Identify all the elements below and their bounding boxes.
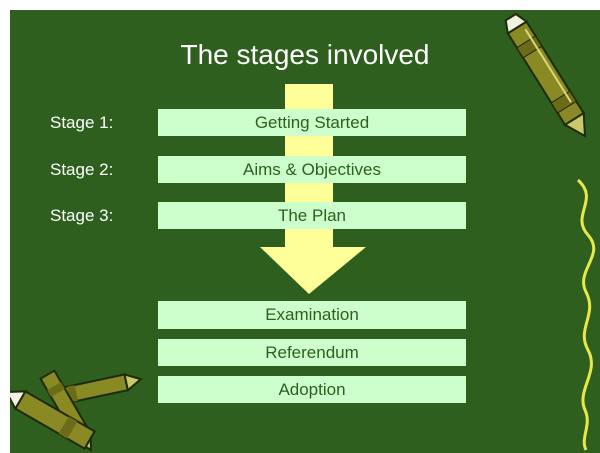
stage-1-label: Stage 1: <box>50 113 114 132</box>
squiggle-icon <box>576 178 596 451</box>
stage-2-box: Aims & Objectives <box>158 156 466 183</box>
outcome-adoption-box: Adoption <box>158 376 466 403</box>
decorations <box>10 12 596 452</box>
stage-1-box: Getting Started <box>158 109 466 136</box>
crayons-icon <box>10 369 143 452</box>
crayon-icon <box>504 12 587 138</box>
outcome-examination-box: Examination <box>158 301 466 329</box>
stage-3-box: The Plan <box>158 202 466 229</box>
slide-title: The stages involved <box>180 39 430 70</box>
stage-2-label: Stage 2: <box>50 160 114 179</box>
slide: The stages involved Stage 1: Getting Sta… <box>10 10 600 453</box>
down-arrow <box>260 84 366 294</box>
stage-3-label: Stage 3: <box>50 206 114 225</box>
outcome-referendum-box: Referendum <box>158 339 466 366</box>
